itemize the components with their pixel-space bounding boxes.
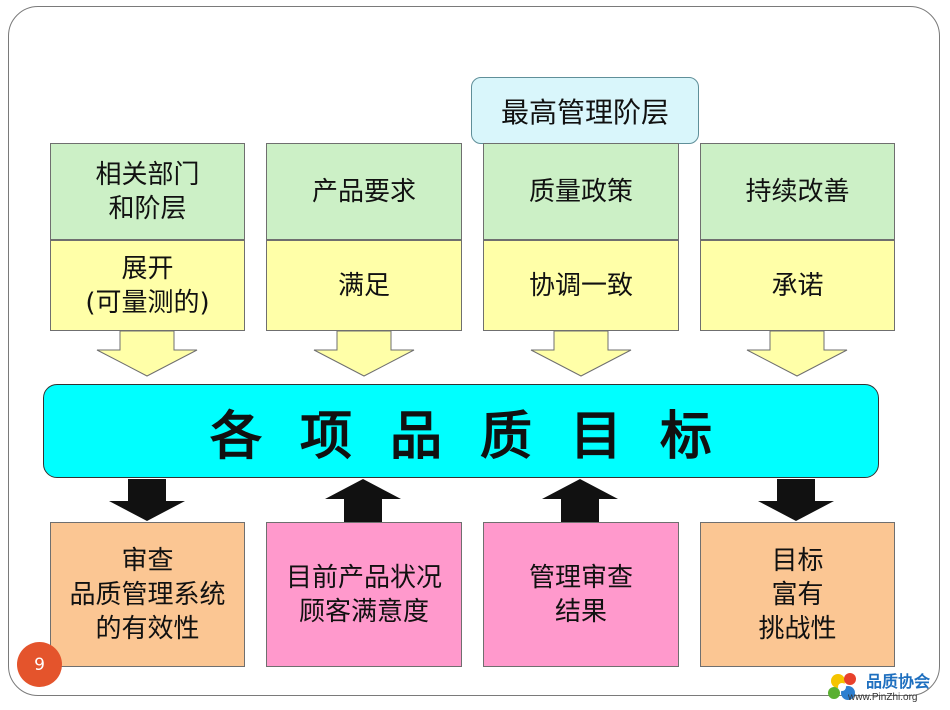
black-up-arrow-1 [325,479,401,522]
bottom-box-challenging-goals: 目标 富有 挑战性 [700,522,895,667]
page-number-badge: 9 [17,642,62,687]
top-box-departments: 相关部门 和阶层 [50,143,245,240]
flower-logo-icon [828,673,856,700]
yellow-down-arrow-1 [96,330,198,377]
watermark-url: www.PinZhi.org [848,692,918,703]
second-box-satisfy: 满足 [266,240,462,331]
yellow-down-arrow-4 [746,330,848,377]
black-up-arrow-2 [542,479,618,522]
top-management-box: 最高管理阶层 [471,77,699,144]
quality-objectives-band: 各项品质目标 [43,384,879,478]
second-box-commitment: 承诺 [700,240,895,331]
top-box-product-requirements: 产品要求 [266,143,462,240]
yellow-down-arrow-3 [530,330,632,377]
bottom-box-review-system: 审查 品质管理系统 的有效性 [50,522,245,667]
second-box-consistent: 协调一致 [483,240,679,331]
bottom-box-management-review: 管理审查 结果 [483,522,679,667]
black-down-arrow-left [109,479,185,521]
top-box-quality-policy: 质量政策 [483,143,679,240]
watermark-title: 品质协会 [866,672,931,691]
top-box-continuous-improvement: 持续改善 [700,143,895,240]
black-down-arrow-right [758,479,834,521]
yellow-down-arrow-2 [313,330,415,377]
bottom-box-product-status: 目前产品状况 顾客满意度 [266,522,462,667]
second-box-deploy: 展开 (可量测的) [50,240,245,331]
